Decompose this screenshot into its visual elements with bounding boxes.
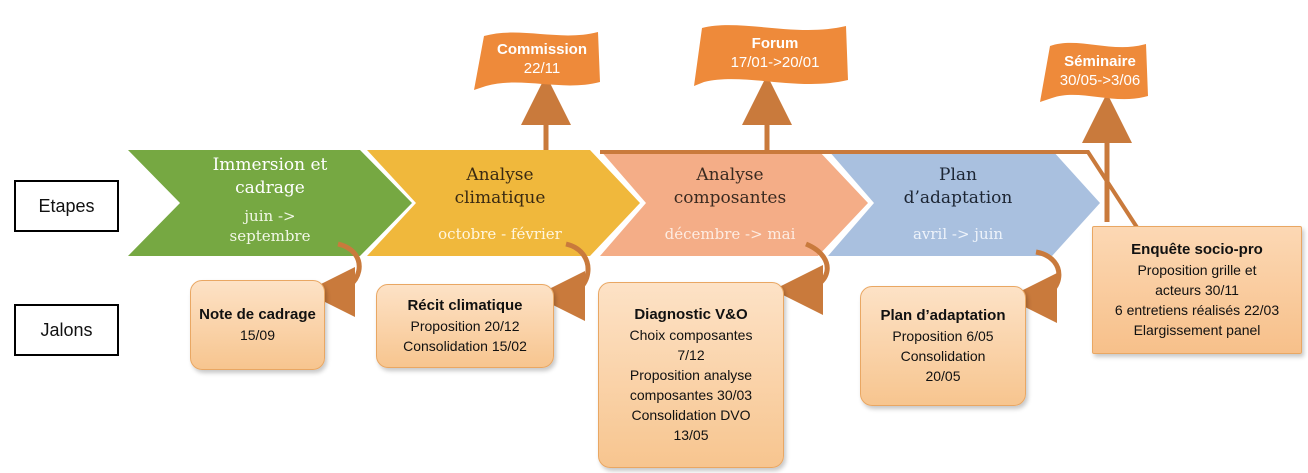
connector-immersion bbox=[305, 241, 362, 317]
phase-dates-line: septembre bbox=[229, 227, 311, 245]
enquete-bracket bbox=[600, 150, 1142, 234]
phase-dates-line: juin -> bbox=[244, 207, 296, 225]
jalon-line: 6 entretiens réalisés 22/03 bbox=[1114, 302, 1280, 318]
phase-title-line: Immersion et bbox=[212, 155, 328, 175]
jalon-line: Elargissement panel bbox=[1133, 322, 1261, 338]
flag-title: Commission bbox=[496, 41, 587, 58]
phase-climatique-text: Analyse climatique octobre - février bbox=[410, 164, 590, 244]
jalon-line: 20/05 bbox=[925, 368, 961, 384]
flag-date: 30/05->3/06 bbox=[1059, 72, 1141, 89]
jalon-note-cadrage: Note de cadrage 15/09 bbox=[190, 280, 325, 370]
phase-title-line: Analyse bbox=[696, 165, 764, 185]
jalon-line: Proposition grille et bbox=[1137, 262, 1257, 278]
jalon-line: acteurs 30/11 bbox=[1155, 282, 1239, 298]
jalon-line: Choix composantes bbox=[629, 327, 753, 343]
jalons-text: Jalons bbox=[40, 319, 93, 340]
jalon-line: 7/12 bbox=[677, 347, 705, 363]
jalon-line: Proposition 20/12 bbox=[410, 318, 520, 334]
jalons-label: Jalons bbox=[14, 304, 119, 356]
jalon-title: Plan d’adaptation bbox=[880, 307, 1006, 324]
phase-dates-line: décembre -> mai bbox=[664, 225, 796, 243]
jalon-plan-adaptation: Plan d’adaptation Proposition 6/05 Conso… bbox=[860, 286, 1026, 406]
flag-forum bbox=[694, 25, 848, 87]
jalon-line: Consolidation 15/02 bbox=[403, 338, 527, 354]
flag-title: Forum bbox=[751, 35, 799, 52]
jalon-line: Proposition 6/05 bbox=[892, 328, 994, 344]
jalon-line: Consolidation bbox=[900, 348, 986, 364]
phase-title-line: climatique bbox=[454, 188, 546, 208]
flag-forum-text: Forum 17/01->20/01 bbox=[704, 34, 846, 72]
phase-arrow-composantes bbox=[600, 150, 868, 256]
jalon-title: Récit climatique bbox=[407, 297, 523, 314]
phase-arrow-climatique bbox=[367, 150, 640, 256]
phase-dates-line: octobre - février bbox=[438, 225, 562, 243]
phase-title-line: Plan bbox=[939, 165, 977, 185]
jalon-enquete: Enquête socio-pro Proposition grille et … bbox=[1092, 226, 1302, 354]
jalon-line: Proposition analyse bbox=[629, 367, 753, 383]
jalon-line: composantes 30/03 bbox=[629, 387, 753, 403]
flag-commission-text: Commission 22/11 bbox=[486, 40, 598, 78]
connector-composantes bbox=[773, 241, 830, 315]
flag-seminaire bbox=[1040, 42, 1148, 102]
phase-immersion-text: Immersion et cadrage juin -> septembre bbox=[180, 154, 360, 246]
connector-adaptation bbox=[1007, 249, 1062, 323]
jalon-recit-climatique: Récit climatique Proposition 20/12 Conso… bbox=[376, 284, 554, 368]
flag-date: 17/01->20/01 bbox=[730, 54, 820, 71]
jalon-line: Consolidation DVO bbox=[631, 407, 751, 423]
etapes-text: Etapes bbox=[38, 195, 95, 216]
etapes-label: Etapes bbox=[14, 180, 119, 232]
phase-title-line: d’adaptation bbox=[903, 188, 1013, 208]
connector-climatique bbox=[535, 241, 591, 321]
jalon-title: Enquête socio-pro bbox=[1131, 241, 1263, 258]
phase-composantes-text: Analyse composantes décembre -> mai bbox=[640, 164, 820, 244]
phase-arrow-immersion bbox=[128, 150, 412, 256]
jalon-title: Diagnostic V&O bbox=[634, 306, 748, 323]
flag-commission bbox=[474, 32, 600, 90]
flag-seminaire-text: Séminaire 30/05->3/06 bbox=[1052, 52, 1148, 90]
jalon-title: Note de cadrage bbox=[199, 306, 316, 323]
flag-date: 22/11 bbox=[523, 60, 561, 77]
jalon-line: 13/05 bbox=[673, 427, 709, 443]
phase-arrow-adaptation bbox=[828, 150, 1100, 256]
phase-dates-line: avril -> juin bbox=[912, 225, 1004, 243]
phase-adaptation-text: Plan d’adaptation avril -> juin bbox=[868, 164, 1048, 244]
flag-title: Séminaire bbox=[1064, 53, 1136, 70]
jalon-diagnostic: Diagnostic V&O Choix composantes 7/12 Pr… bbox=[598, 282, 784, 468]
jalon-line: 15/09 bbox=[239, 327, 276, 343]
phase-title-line: composantes bbox=[673, 188, 787, 208]
phase-title-line: cadrage bbox=[235, 178, 305, 198]
phase-title-line: Analyse bbox=[466, 165, 534, 185]
